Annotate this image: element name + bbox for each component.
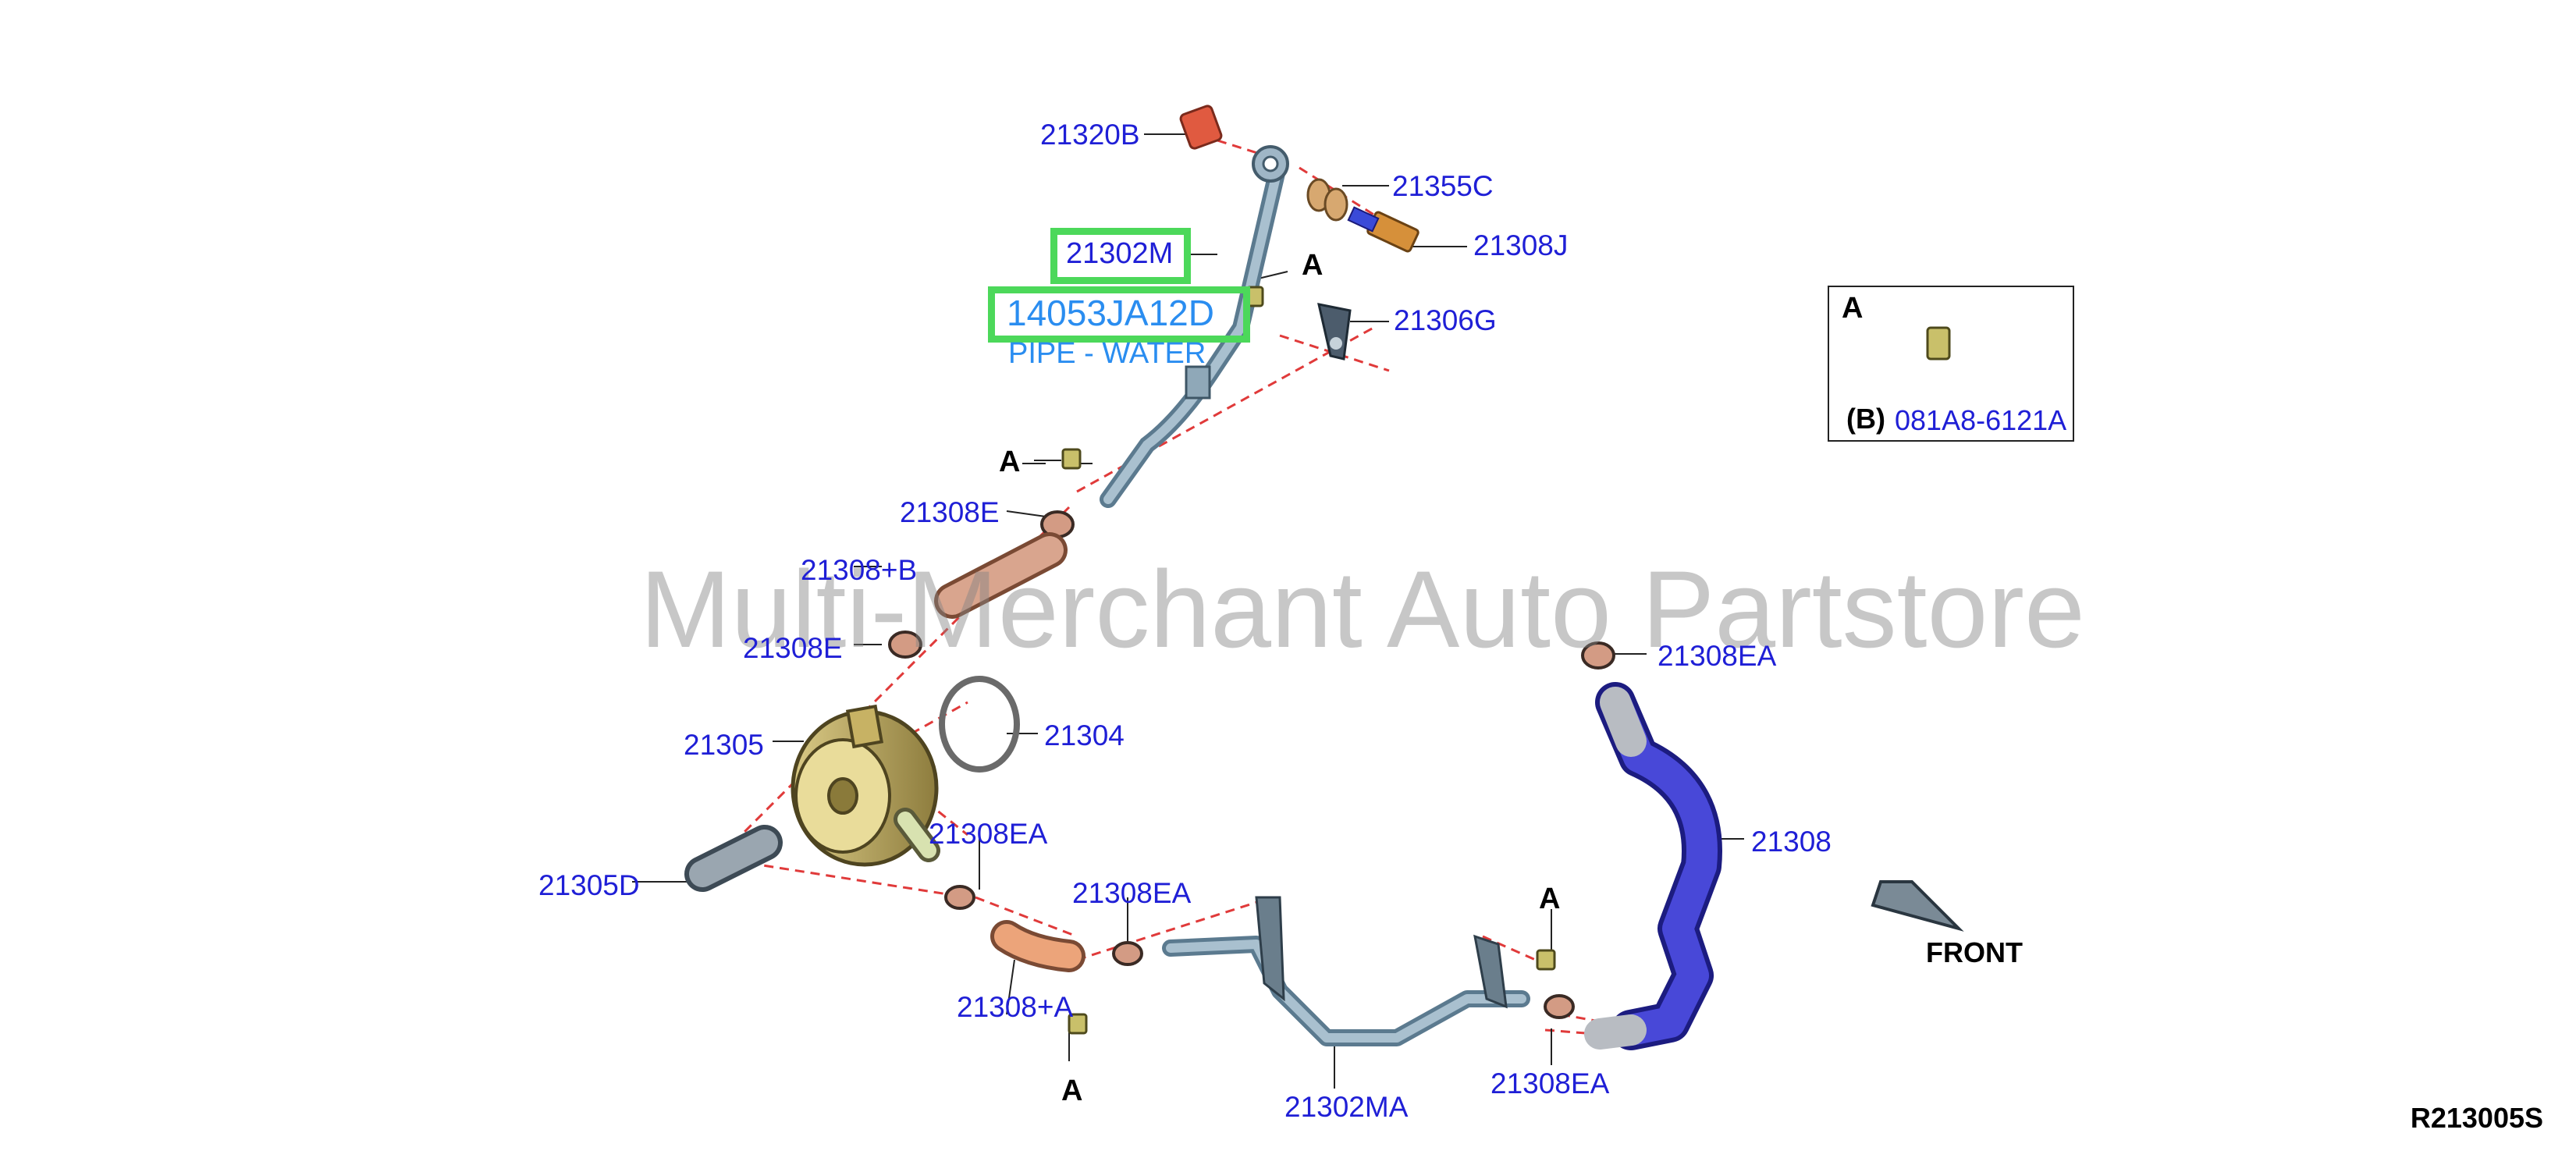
highlight-box-oem bbox=[988, 286, 1250, 343]
oil-cooler-21305[interactable] bbox=[791, 704, 940, 867]
hose-21308b[interactable] bbox=[934, 532, 1068, 619]
ref-a-markers: A A A A bbox=[999, 249, 1560, 1107]
highlight-description: PIPE - WATER bbox=[1008, 337, 1206, 370]
bracket-21306g-icon[interactable] bbox=[1317, 303, 1352, 361]
label-21308e-1[interactable]: 21308E bbox=[900, 496, 1000, 528]
label-21305d[interactable]: 21305D bbox=[538, 869, 640, 901]
label-21304[interactable]: 21304 bbox=[1044, 719, 1125, 751]
label-21320b[interactable]: 21320B bbox=[1040, 119, 1140, 151]
label-21308j[interactable]: 21308J bbox=[1473, 229, 1569, 261]
front-label: FRONT bbox=[1926, 936, 2023, 968]
detail-box-letter: A bbox=[1842, 292, 1864, 325]
ref-a-3: A bbox=[1539, 883, 1560, 915]
sensor-21308j-icon[interactable] bbox=[1347, 206, 1419, 253]
label-21305[interactable]: 21305 bbox=[684, 729, 764, 761]
label-21355c[interactable]: 21355C bbox=[1392, 170, 1494, 202]
washer-21355c-icon[interactable] bbox=[1306, 178, 1348, 222]
label-21306g[interactable]: 21306G bbox=[1394, 304, 1497, 336]
ref-a-4: A bbox=[1061, 1075, 1082, 1107]
water-pipe-21302ma[interactable] bbox=[1162, 896, 1530, 1046]
detail-box-part-no[interactable]: 081A8-6121A bbox=[1895, 404, 2067, 436]
ref-a-2: A bbox=[999, 446, 1020, 478]
ref-a-1: A bbox=[1302, 249, 1323, 282]
leader-lines bbox=[632, 133, 1744, 1089]
hose-21308[interactable] bbox=[1584, 682, 1722, 1050]
water-pipe-21302m[interactable] bbox=[1100, 145, 1289, 508]
hose-21308a[interactable] bbox=[990, 920, 1085, 972]
label-21308e-2[interactable]: 21308E bbox=[743, 632, 843, 664]
label-21308ea-4[interactable]: 21308EA bbox=[1491, 1067, 1610, 1099]
connector-21305d-icon[interactable] bbox=[684, 825, 783, 892]
clamp-icon[interactable] bbox=[888, 510, 1615, 1019]
label-21308ea-2[interactable]: 21308EA bbox=[1072, 877, 1192, 909]
label-21302ma[interactable]: 21302MA bbox=[1284, 1091, 1409, 1123]
label-21308a[interactable]: 21308+A bbox=[957, 991, 1074, 1023]
highlight-oem-no[interactable]: 14053JA12D bbox=[1007, 293, 1214, 333]
highlight-part-no[interactable]: 21302M bbox=[1066, 237, 1174, 270]
label-21308ea-1[interactable]: 21308EA bbox=[929, 818, 1048, 850]
cap-21320b-icon[interactable] bbox=[1179, 105, 1223, 150]
label-21308ea-3[interactable]: 21308EA bbox=[1658, 640, 1777, 672]
bolt-icon[interactable] bbox=[1061, 286, 1951, 1035]
watermark: Multi-Merchant Auto Partstore bbox=[640, 548, 2085, 670]
highlight-box-part bbox=[1050, 228, 1191, 284]
detail-box-prefix: (B) bbox=[1846, 403, 1885, 435]
o-ring-21304-icon[interactable] bbox=[939, 676, 1020, 773]
detail-box-a: A (B) 081A8-6121A bbox=[1828, 286, 2074, 442]
diagram-code: R213005S bbox=[2410, 1102, 2543, 1134]
label-21308b[interactable]: 21308+B bbox=[801, 554, 918, 586]
front-arrow-icon bbox=[1871, 880, 1964, 932]
label-21308[interactable]: 21308 bbox=[1751, 826, 1832, 858]
